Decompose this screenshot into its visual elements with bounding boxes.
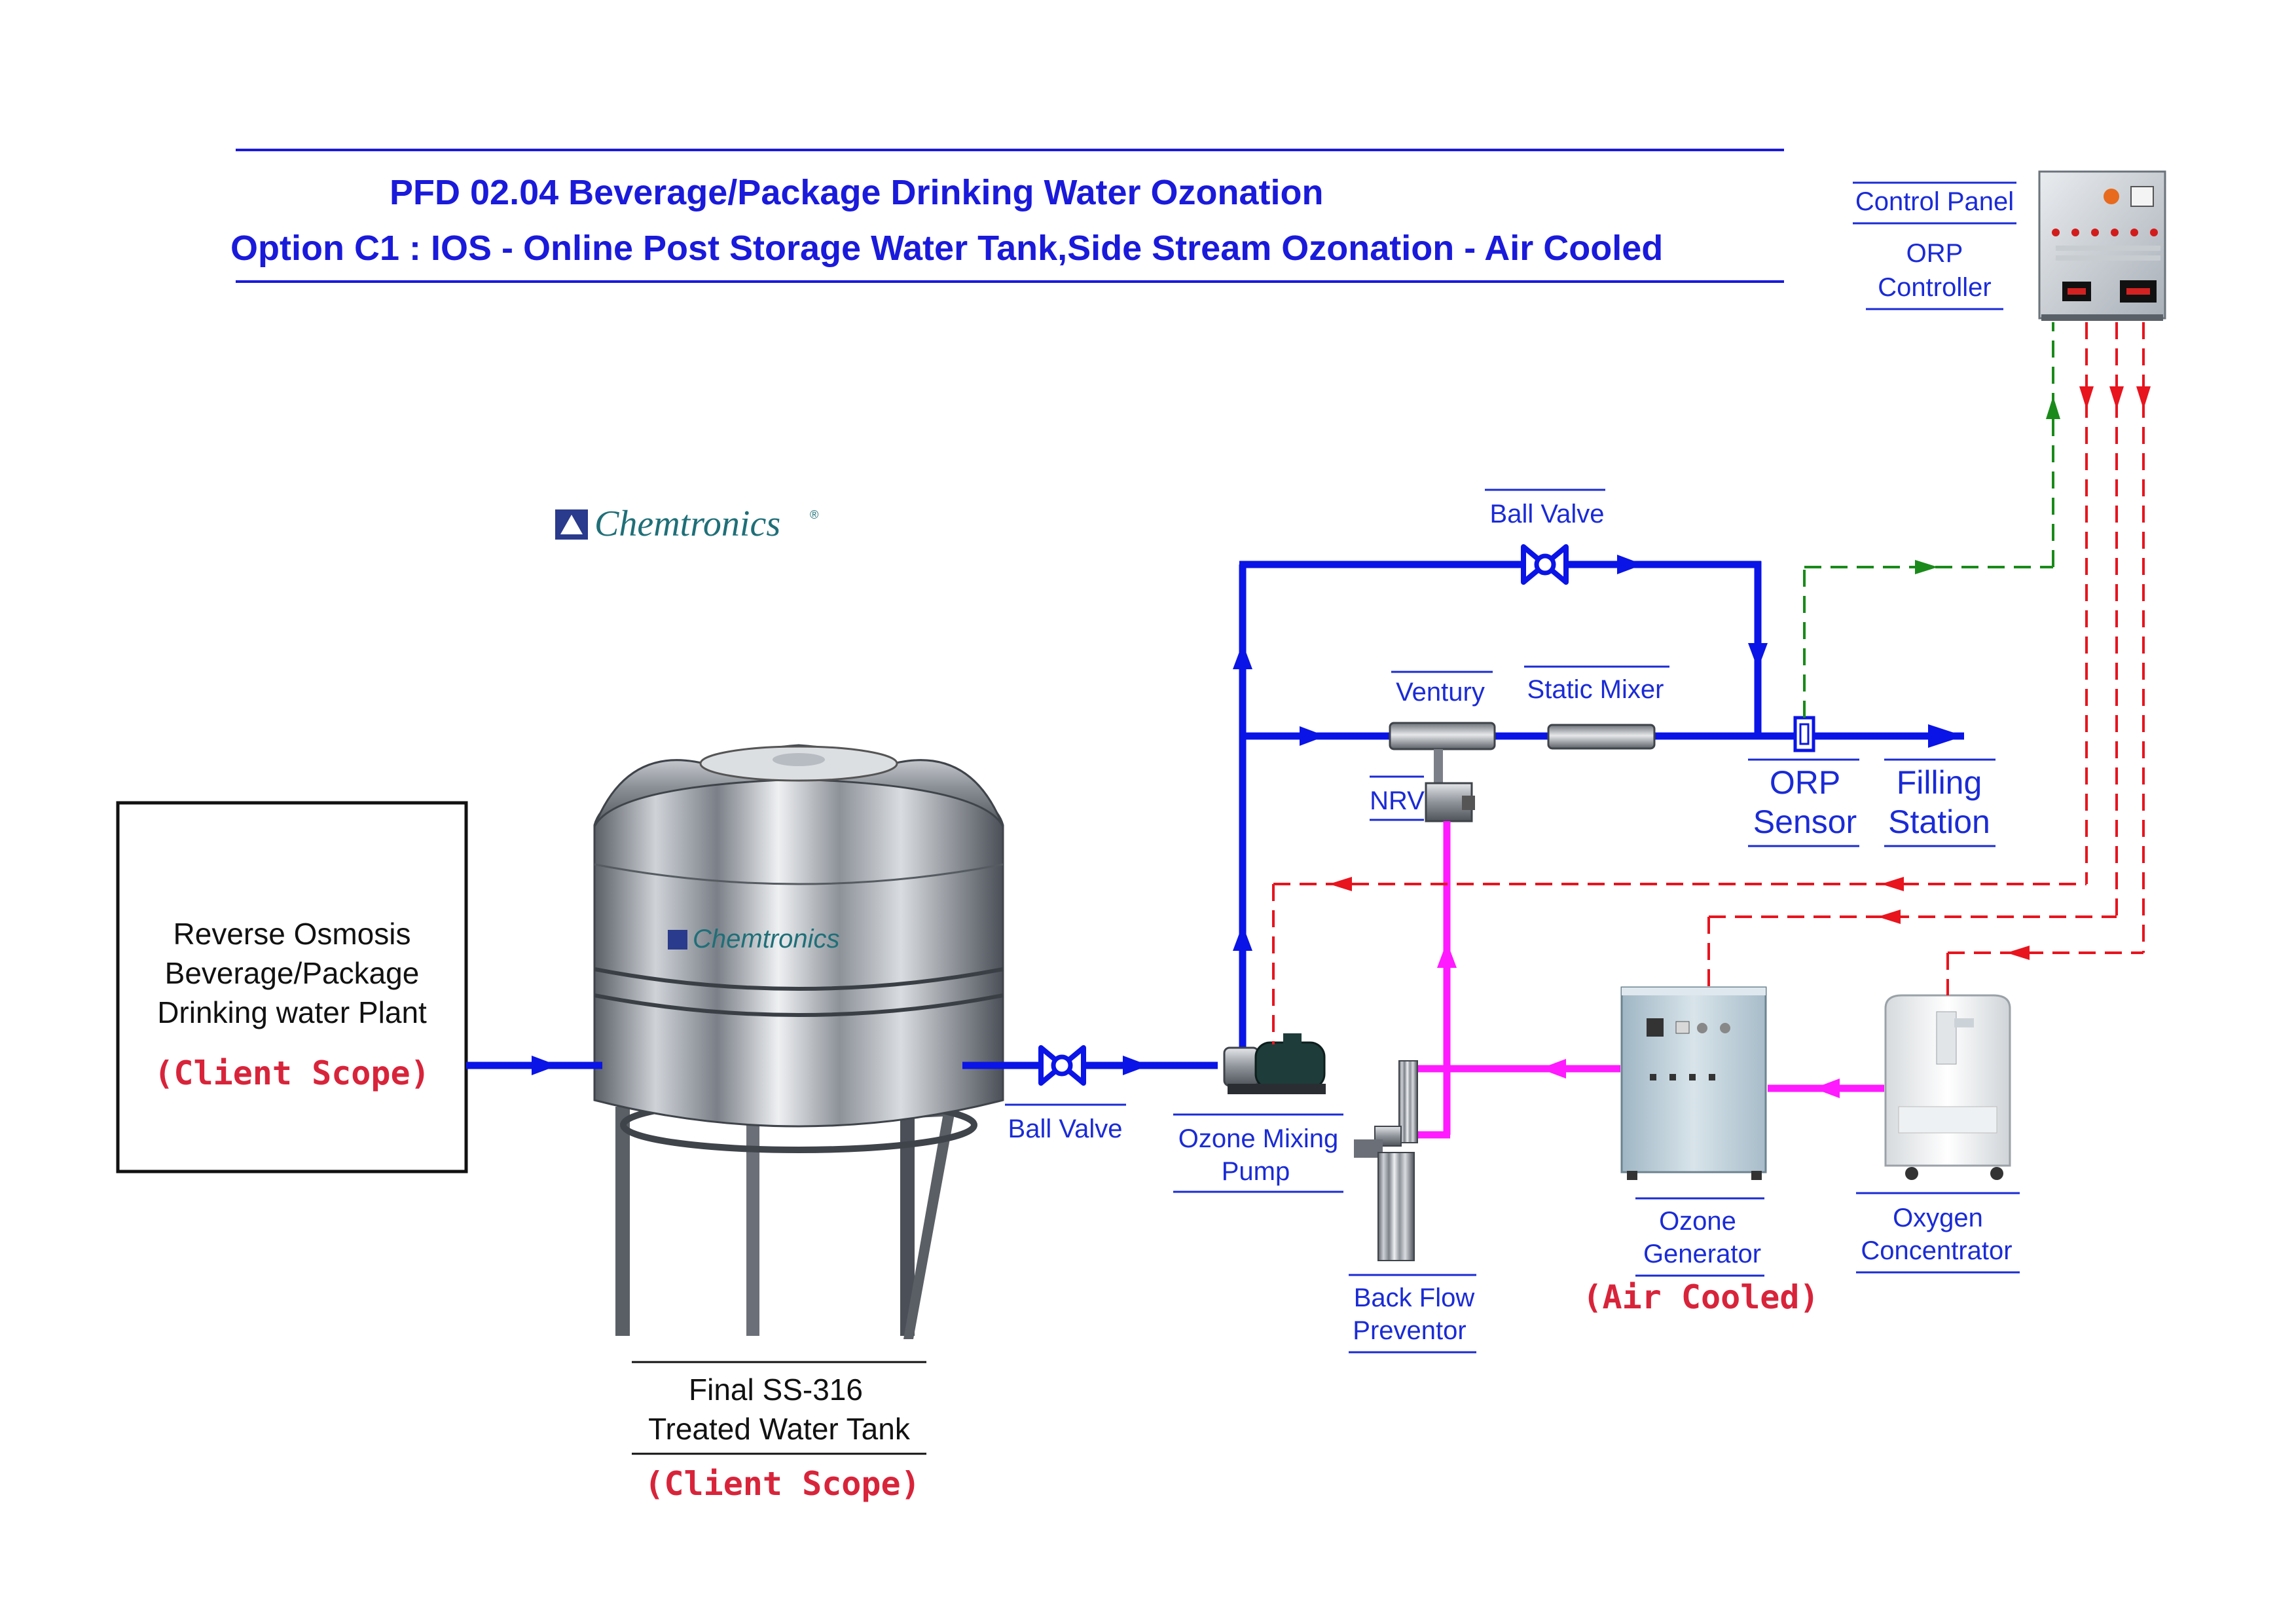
ozone-generator-line2: Generator [1643, 1240, 1761, 1268]
arrow-right-icon [1928, 724, 1964, 748]
pump-label-line1: Ozone Mixing [1178, 1124, 1339, 1153]
arrow-down-icon [2109, 386, 2124, 409]
ozone-flow-arrows [1437, 942, 1840, 1098]
arrow-down-icon [2136, 386, 2151, 409]
arrow-right-icon [1123, 1056, 1149, 1075]
arrow-left-icon [1813, 1079, 1840, 1098]
ozone-mixing-pump [1223, 1033, 1326, 1094]
tank-label-line2: Treated Water Tank [648, 1412, 911, 1446]
ozone-generator-note: (Air Cooled) [1582, 1278, 1819, 1316]
arrow-right-icon [1300, 726, 1326, 746]
storage-tank: Chemtronics [593, 744, 1004, 1339]
arrow-down-icon [2079, 386, 2094, 409]
filling-station-line2: Station [1888, 803, 1990, 840]
ro-plant-line2: Beverage/Package [165, 956, 420, 990]
static-mixer-label: Static Mixer [1527, 675, 1664, 704]
tank-logo-text: Chemtronics [693, 925, 840, 953]
panel-switch-icon [2104, 189, 2119, 204]
arrow-up-icon [2046, 396, 2060, 419]
static-mixer [1547, 724, 1656, 750]
orp-sensor-line1: ORP [1770, 764, 1840, 801]
title-line-1: PFD 02.04 Beverage/Package Drinking Wate… [390, 173, 1323, 212]
generator-meter-icon [1647, 1018, 1664, 1037]
arrow-up-icon [1233, 643, 1252, 669]
arrow-left-icon [1881, 877, 1904, 891]
title-line-2: Option C1 : IOS - Online Post Storage Wa… [230, 229, 1663, 268]
backflow-label-line1: Back Flow [1354, 1283, 1475, 1312]
signal-arrows [1329, 386, 2151, 960]
arrow-left-icon [2007, 946, 2030, 960]
ro-plant-line3: Drinking water Plant [157, 995, 427, 1029]
control-signal-lines [1272, 322, 2145, 1044]
panel-meter-icon [2130, 186, 2154, 207]
water-flow-arrows [532, 555, 1964, 1075]
orp-controller-line1: ORP [1906, 239, 1963, 268]
ozone-generator-unit [1620, 986, 1767, 1180]
filling-station-line1: Filling [1897, 764, 1982, 801]
ro-plant-line1: Reverse Osmosis [173, 917, 411, 951]
orp-feedback-line [1803, 322, 2054, 718]
back-flow-preventor [1354, 1060, 1418, 1261]
ro-plant-scope: (Client Scope) [154, 1054, 429, 1092]
ball-valve-low-label: Ball Valve [1008, 1115, 1123, 1143]
feedback-arrows [1915, 396, 2060, 574]
logo-registered-mark: ® [810, 508, 818, 521]
arrow-right-icon [1617, 555, 1643, 574]
ball-valve-top-label: Ball Valve [1490, 500, 1605, 528]
oxygen-concentrator-line1: Oxygen [1893, 1204, 1983, 1232]
ozone-generator-line1: Ozone [1659, 1207, 1736, 1236]
oxygen-concentrator-line2: Concentrator [1861, 1236, 2012, 1265]
ro-plant-box: Reverse Osmosis Beverage/Package Drinkin… [116, 801, 468, 1173]
control-panel-cabinet [2038, 170, 2166, 321]
control-panel-title: Control Panel [1855, 187, 2014, 216]
logo-text: Chemtronics [594, 504, 780, 544]
chemtronics-logo: Chemtronics ® [555, 504, 818, 544]
arrow-down-icon [1748, 643, 1768, 669]
pump-label-line2: Pump [1222, 1157, 1290, 1186]
venturi-label: Ventury [1396, 678, 1485, 707]
ball-valve-low [1038, 1045, 1086, 1086]
backflow-label-line2: Preventor [1353, 1316, 1466, 1345]
ball-valve-top [1521, 544, 1569, 585]
arrow-up-icon [1437, 942, 1457, 968]
arrow-up-icon [1233, 925, 1252, 951]
control-panel-label: Control Panel ORP Controller [1853, 181, 2016, 310]
orp-sensor-line2: Sensor [1753, 803, 1857, 840]
arrow-right-icon [532, 1056, 558, 1075]
venturi-injector [1389, 722, 1496, 785]
arrow-left-icon [1540, 1059, 1566, 1079]
orp-sensor [1793, 716, 1815, 752]
oxygen-concentrator-unit [1884, 994, 2011, 1180]
nrv-valve [1425, 782, 1475, 822]
nrv-label: NRV [1370, 786, 1425, 815]
arrow-left-icon [1878, 910, 1901, 924]
arrow-right-icon [1915, 560, 1938, 574]
tank-scope: (Client Scope) [644, 1465, 920, 1503]
orp-controller-line2: Controller [1878, 273, 1991, 302]
tank-label-line1: Final SS-316 [689, 1373, 863, 1407]
arrow-left-icon [1329, 877, 1352, 891]
